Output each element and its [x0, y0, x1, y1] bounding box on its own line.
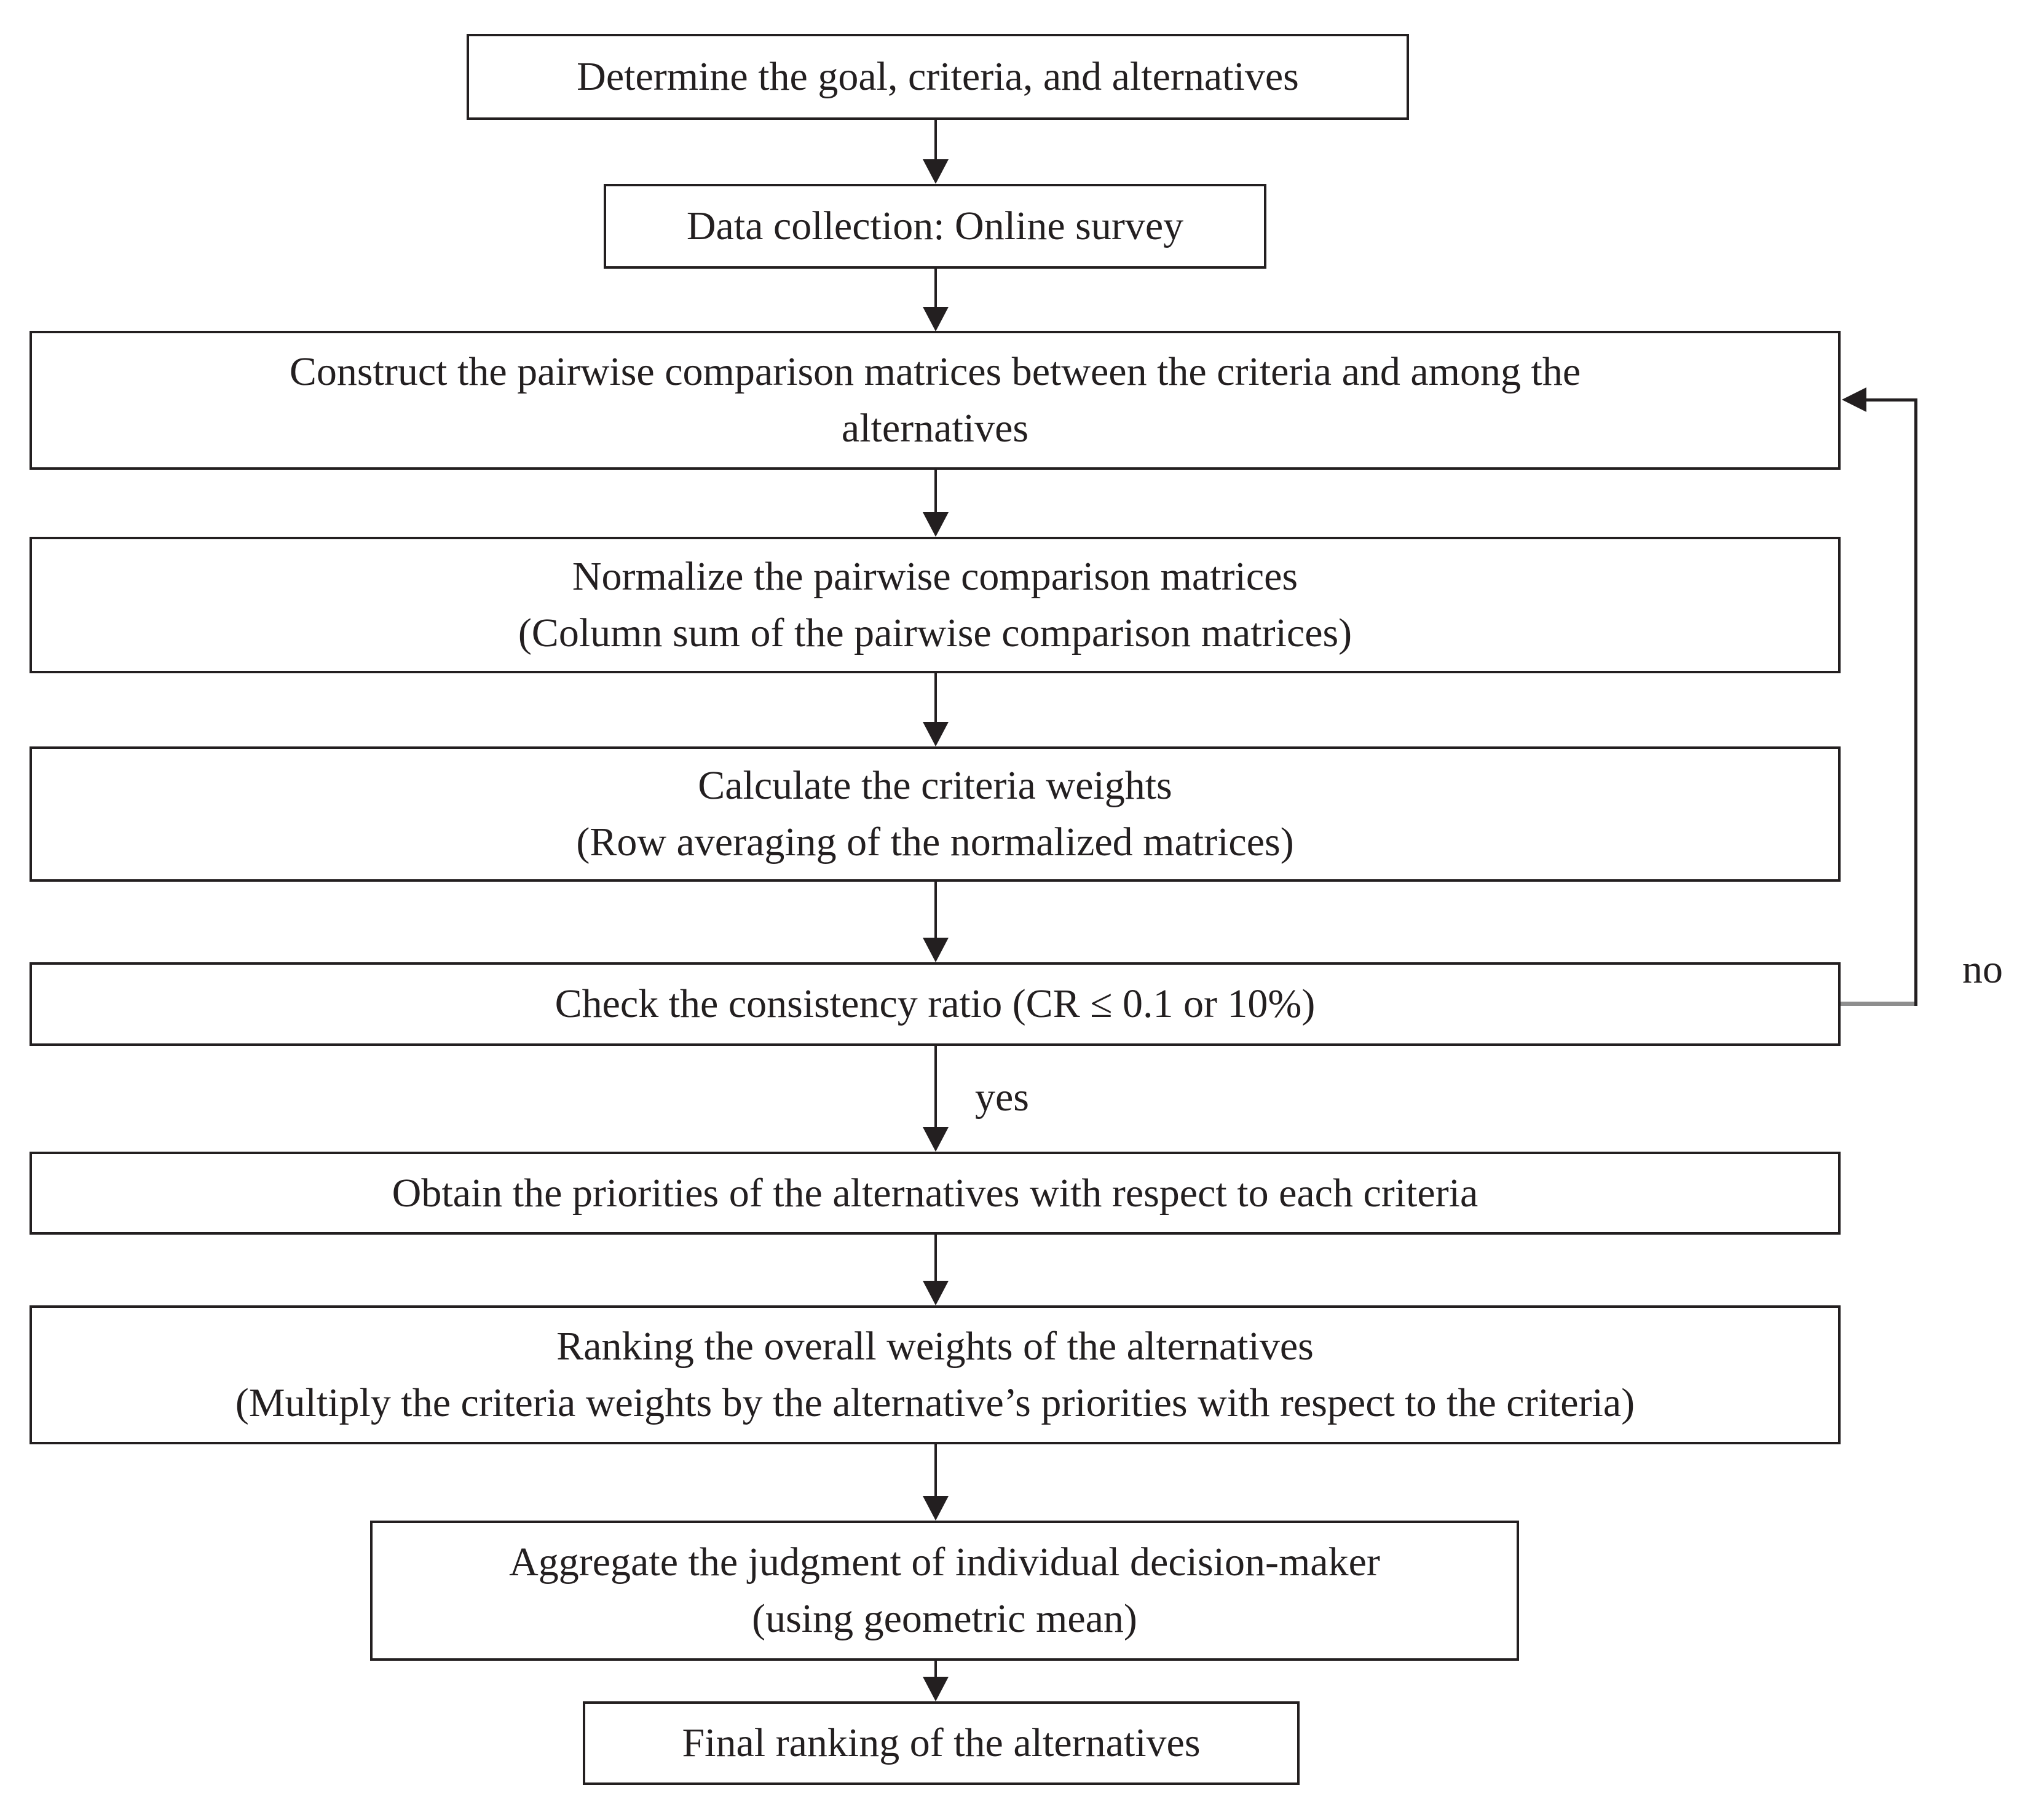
node-text: Calculate the criteria weights — [698, 763, 1172, 808]
node-text: Normalize the pairwise comparison matric… — [572, 554, 1298, 599]
node-text: Determine the goal, criteria, and altern… — [577, 54, 1299, 99]
flow-node-data-collection: Data collection: Online survey — [604, 184, 1266, 269]
arrow-9-shaft — [934, 1661, 937, 1678]
node-text: Construct the pairwise comparison matric… — [289, 349, 1581, 394]
flow-node-normalize-matrices: Normalize the pairwise comparison matric… — [30, 537, 1841, 673]
arrow-2-down-icon — [923, 307, 949, 331]
arrow-7-shaft — [934, 1235, 937, 1282]
node-text: alternatives — [841, 406, 1029, 451]
node-text: Data collection: Online survey — [686, 204, 1184, 248]
arrow-8-down-icon — [923, 1496, 949, 1521]
arrow-7-down-icon — [923, 1281, 949, 1305]
no-loop-vertical-segment — [1914, 398, 1917, 1006]
node-text: (Column sum of the pairwise comparison m… — [518, 611, 1352, 655]
no-loop-arrow-left-icon — [1842, 387, 1866, 412]
arrow-8-shaft — [934, 1444, 937, 1497]
node-text: (Row averaging of the normalized matrice… — [576, 820, 1294, 865]
node-text: (Multiply the criteria weights by the al… — [235, 1380, 1635, 1425]
arrow-5-down-icon — [923, 938, 949, 962]
node-text: (using geometric mean) — [752, 1596, 1137, 1641]
arrow-1-down-icon — [923, 159, 949, 184]
flow-node-construct-matrices: Construct the pairwise comparison matric… — [30, 331, 1841, 470]
flow-node-ranking-overall-weights: Ranking the overall weights of the alter… — [30, 1305, 1841, 1444]
flow-node-obtain-priorities: Obtain the priorities of the alternative… — [30, 1152, 1841, 1235]
no-loop-bottom-segment — [1841, 1002, 1917, 1006]
edge-label-yes: yes — [975, 1075, 1029, 1120]
arrow-2-shaft — [934, 269, 937, 308]
flow-node-check-consistency: Check the consistency ratio (CR ≤ 0.1 or… — [30, 962, 1841, 1046]
node-text: Ranking the overall weights of the alter… — [556, 1324, 1314, 1369]
flow-node-determine-goal: Determine the goal, criteria, and altern… — [467, 34, 1409, 120]
edge-label-no: no — [1962, 947, 2003, 992]
arrow-4-shaft — [934, 673, 937, 723]
flow-node-calculate-weights: Calculate the criteria weights (Row aver… — [30, 746, 1841, 882]
flow-node-final-ranking: Final ranking of the alternatives — [583, 1701, 1300, 1785]
arrow-3-down-icon — [923, 512, 949, 537]
arrow-4-down-icon — [923, 722, 949, 746]
node-text: Obtain the priorities of the alternative… — [392, 1170, 1478, 1216]
arrow-5-shaft — [934, 882, 937, 939]
node-text: Aggregate the judgment of individual dec… — [509, 1540, 1380, 1585]
flow-node-aggregate-judgment: Aggregate the judgment of individual dec… — [370, 1521, 1519, 1661]
arrow-1-shaft — [934, 119, 937, 160]
no-loop-top-segment — [1866, 398, 1917, 402]
arrow-yes-shaft — [934, 1046, 937, 1128]
arrow-yes-down-icon — [923, 1127, 949, 1152]
node-text: Check the consistency ratio (CR ≤ 0.1 or… — [555, 981, 1316, 1026]
arrow-9-down-icon — [923, 1677, 949, 1701]
node-text: Final ranking of the alternatives — [682, 1720, 1201, 1765]
arrow-3-shaft — [934, 470, 937, 513]
